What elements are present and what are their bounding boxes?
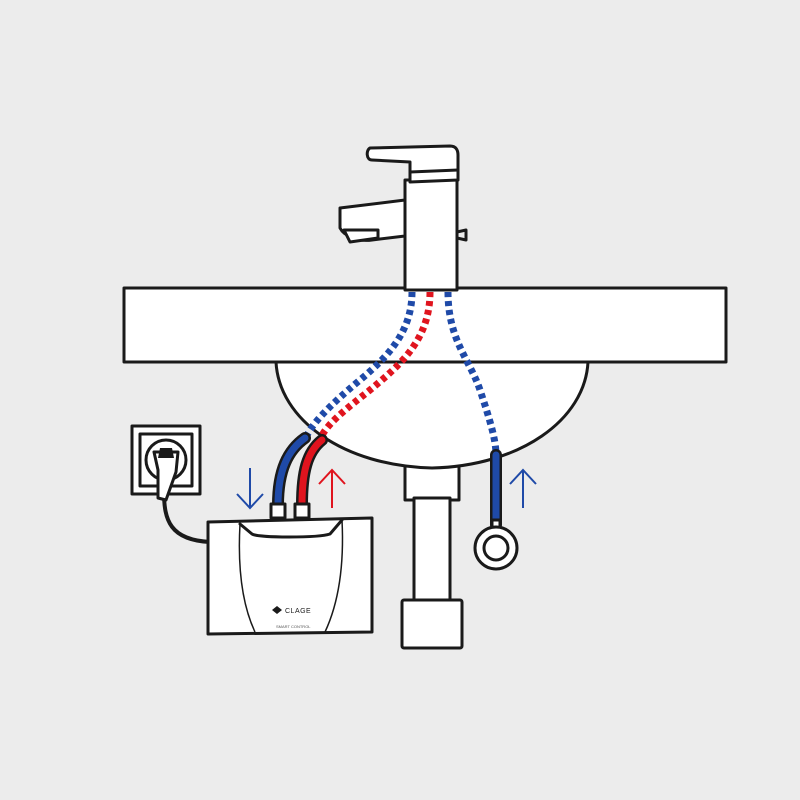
- drain-trap-icon: [400, 453, 464, 650]
- cold-water-arrow-icon: [236, 468, 264, 510]
- basin-bowl: [274, 360, 590, 470]
- brand-label: CLAGE: [285, 608, 311, 615]
- model-label: SMART CONTROL: [276, 624, 311, 629]
- power-plug-icon: [152, 448, 180, 502]
- hot-water-supply-dashed: [316, 291, 434, 442]
- power-cord: [162, 490, 212, 544]
- faucet-icon: [338, 144, 468, 292]
- cold-water-mains-dashed: [444, 291, 500, 456]
- angle-valve-icon: [473, 518, 519, 571]
- basin-rim: [122, 286, 728, 364]
- mains-flow-arrow-icon: [509, 468, 537, 508]
- hot-water-arrow-icon: [318, 468, 346, 508]
- water-heater: CLAGE SMART CONTROL: [206, 502, 374, 636]
- cold-water-supply-dashed: [301, 291, 416, 442]
